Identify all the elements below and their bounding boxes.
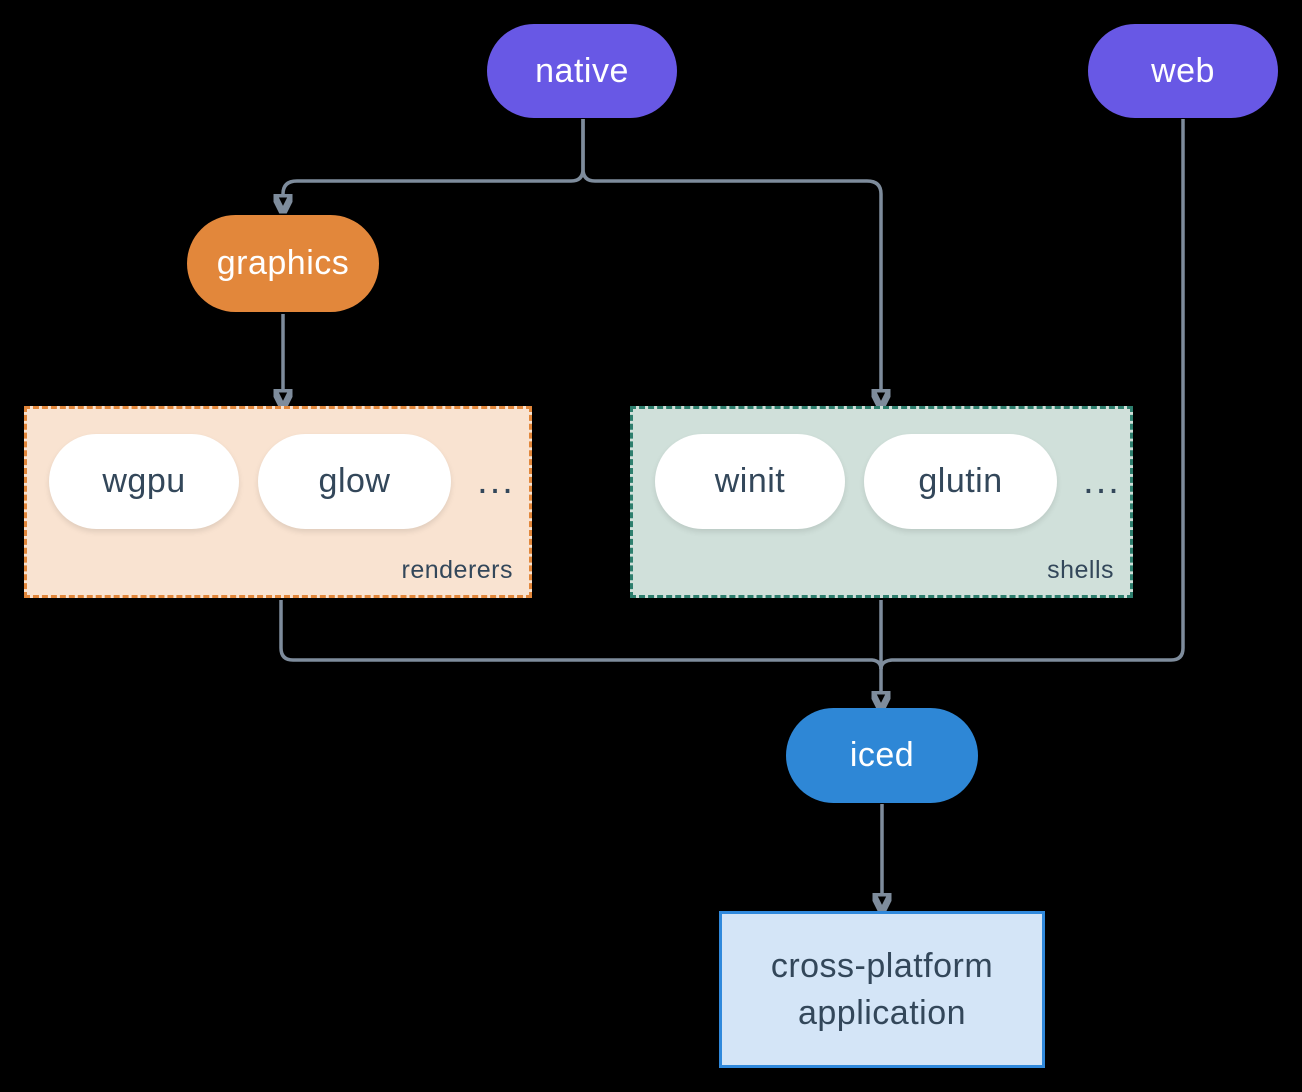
shells-ellipsis: ... — [1083, 460, 1121, 502]
node-web-label: web — [1151, 51, 1215, 90]
node-wgpu: wgpu — [49, 434, 239, 529]
group-renderers: wgpu glow ... renderers — [24, 406, 532, 598]
renderers-group-label: renderers — [401, 556, 513, 584]
edge-renderers-to-merge — [279, 600, 883, 670]
node-cross-platform-application: cross-platform application — [719, 911, 1045, 1068]
app-label-line2: application — [797, 993, 967, 1032]
node-glutin: glutin — [864, 434, 1057, 529]
node-native: native — [487, 24, 677, 118]
shells-group-label: shells — [1047, 556, 1114, 584]
node-wgpu-label: wgpu — [102, 462, 186, 500]
node-native-label: native — [535, 51, 629, 90]
edge-native-to-graphics — [283, 119, 585, 197]
node-web: web — [1088, 24, 1278, 118]
group-shells: winit glutin ... shells — [630, 406, 1133, 598]
node-graphics-label: graphics — [216, 244, 350, 282]
node-glow: glow — [258, 434, 451, 529]
node-graphics: graphics — [187, 215, 379, 312]
app-label-line1: cross-platform — [770, 946, 994, 985]
node-iced-label: iced — [849, 736, 915, 774]
node-winit: winit — [655, 434, 845, 529]
node-glow-label: glow — [318, 462, 391, 500]
edge-native-to-shells — [581, 119, 881, 392]
renderers-ellipsis: ... — [477, 460, 515, 502]
node-glutin-label: glutin — [918, 462, 1003, 500]
node-winit-label: winit — [714, 462, 786, 500]
node-iced: iced — [786, 708, 978, 803]
